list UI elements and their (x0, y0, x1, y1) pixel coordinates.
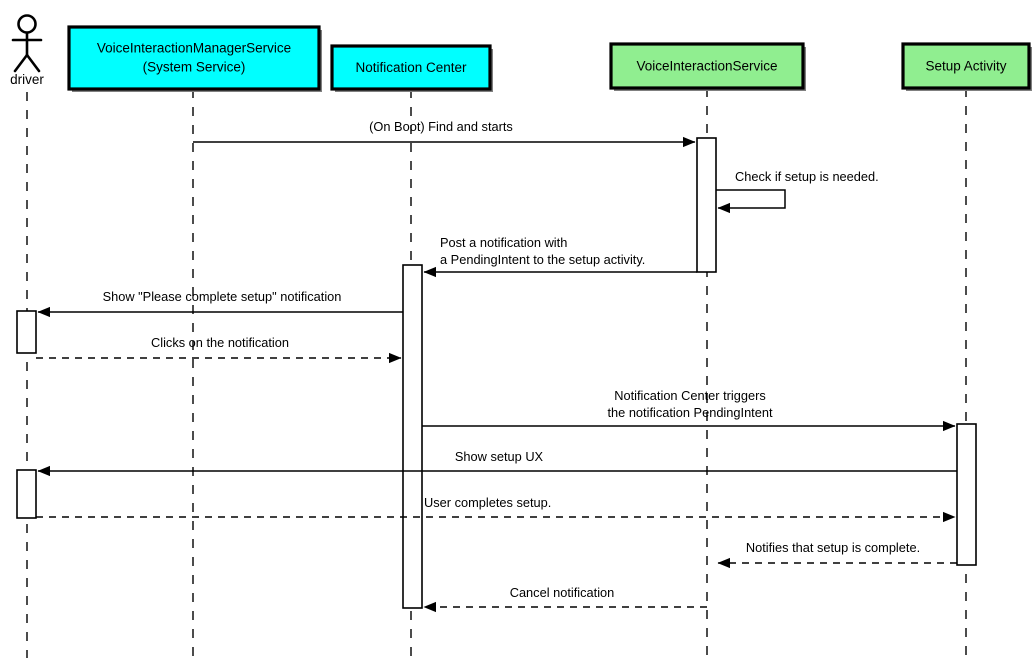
message-label-msg-show-notification: Show "Please complete setup" notificatio… (103, 289, 342, 304)
participant-sublabel-vims: (System Service) (143, 60, 246, 75)
participant-head-driver[interactable]: driver (10, 14, 44, 88)
message-label-msg-clicks-notification: Clicks on the notification (151, 335, 289, 350)
message-label-msg-on-boot: (On Boot) Find and starts (369, 119, 513, 134)
message-msg-cancel-notification: Cancel notification (423, 585, 707, 613)
message-msg-on-boot: (On Boot) Find and starts (193, 119, 696, 148)
message-label2-msg-trigger-pendingintent: the notification PendingIntent (607, 405, 773, 420)
message-label-msg-check-setup: Check if setup is needed. (735, 169, 879, 184)
participant-head-notification-center[interactable]: Notification Center (330, 44, 493, 92)
actor-label-driver: driver (10, 72, 44, 87)
message-label-msg-show-setup-ux: Show setup UX (455, 449, 544, 464)
message-msg-trigger-pendingintent: Notification Center triggers the notifica… (422, 388, 956, 432)
participant-head-vis[interactable]: VoiceInteractionService (609, 42, 806, 91)
message-arrow-msg-check-setup (716, 189, 786, 214)
activations-layer (16, 137, 977, 609)
message-msg-clicks-notification: Clicks on the notification (36, 335, 402, 364)
activation-bar-setup-activity (956, 423, 977, 566)
message-msg-post-notification: Post a notification with a PendingIntent … (423, 235, 697, 278)
participant-label-notification-center: Notification Center (355, 60, 467, 75)
participant-heads-layer: driver VoiceInteractionManagerService (Sys… (10, 14, 1032, 92)
participant-head-vims[interactable]: VoiceInteractionManagerService (System Se… (67, 25, 322, 92)
activation-bar-driver (16, 310, 37, 354)
participant-label-vims: VoiceInteractionManagerService (97, 41, 291, 56)
message-msg-notifies-setup-complete: Notifies that setup is complete. (717, 540, 957, 569)
message-msg-user-completes-setup: User completes setup. (36, 495, 956, 523)
activation-bar-driver (16, 469, 37, 519)
message-msg-show-notification: Show "Please complete setup" notificatio… (37, 289, 403, 318)
participant-head-setup-activity[interactable]: Setup Activity (901, 42, 1032, 91)
activation-bar-vis (696, 137, 717, 273)
message-label-msg-user-completes-setup: User completes setup. (424, 495, 551, 510)
message-label-msg-trigger-pendingintent: Notification Center triggers (614, 388, 766, 403)
message-label2-msg-post-notification: a PendingIntent to the setup activity. (440, 252, 645, 267)
message-msg-show-setup-ux: Show setup UX (37, 449, 957, 477)
participant-label-setup-activity: Setup Activity (925, 59, 1006, 74)
message-msg-check-setup: Check if setup is needed. (716, 169, 879, 214)
message-label-msg-notifies-setup-complete: Notifies that setup is complete. (746, 540, 920, 555)
activation-bar-notification-center (402, 264, 423, 609)
message-label-msg-cancel-notification: Cancel notification (510, 585, 615, 600)
message-label-msg-post-notification: Post a notification with (440, 235, 567, 250)
participant-label-vis: VoiceInteractionService (636, 59, 777, 74)
